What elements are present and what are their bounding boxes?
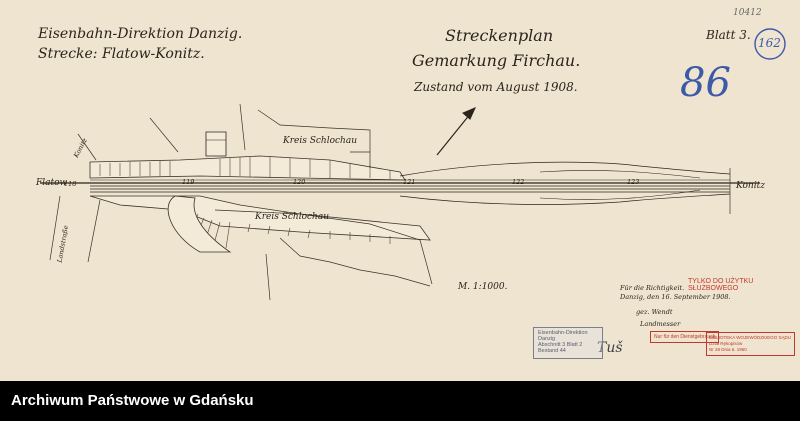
chainage-121: 121 [403,178,416,186]
embankment-upper [89,155,406,181]
archive-number-circle [754,28,786,60]
archive-stamp: BIBLIOTEKA WOJEWÓDZKIEGO SĄDU Dział Ręko… [706,332,795,356]
cutting-curve [167,195,232,253]
certification-line-2: Danzig, den 16. September 1908. [620,293,731,301]
station-building [205,131,227,157]
chainage-122: 122 [512,178,525,186]
institution-label: Archiwum Państwowe w Gdańsku [11,392,254,409]
district-lower-label: Kreis Schlochau [255,212,330,222]
footer-bar: Archiwum Państwowe w Gdańsku [0,381,800,421]
registry-box-stamp: Eisenbahn-Direktion Danzig Abschnitt 3 B… [533,327,603,359]
archive-stamp-line-1: BIBLIOTEKA WOJEWÓDZKIEGO SĄDU [709,335,792,340]
registry-stamp-line-2: Abschnitt 3 Blatt 2 [538,342,583,348]
status-date: Zustand vom August 1908. [414,80,578,94]
registry-stamp-line-1: Eisenbahn-Direktion Danzig [538,330,588,342]
station-right-label: Konitz [736,181,765,191]
district-upper-label: Kreis Schlochau [283,136,358,146]
certification-line-1: Für die Richtigkeit. [620,284,685,292]
route-label: Strecke: Flatow-Konitz. [38,46,205,62]
plan-title: Streckenplan [445,26,554,45]
signature: Tuš [597,340,623,356]
certification-line-3: gez. Wendt [636,308,673,316]
siding-upper [399,161,731,177]
directorate-label: Eisenbahn-Direktion Danzig. [38,26,243,42]
plan-subtitle: Gemarkung Firchau. [412,51,581,70]
siding-lower [399,193,731,205]
chainage-119: 119 [182,178,195,186]
archive-number-circled: 162 [758,36,781,50]
archive-number-large: 86 [680,60,731,106]
archive-number-top: 10412 [733,8,762,18]
boundary-lines [49,103,731,301]
sheet-label: Blatt 3. [706,28,751,42]
service-use-stamp: TYLKO DO UŻYTKU SŁUŻBOWEGO [688,278,754,292]
map-sheet: Eisenbahn-Direktion Danzig. Strecke: Fla… [0,0,800,381]
railway-plan-drawing [40,28,786,301]
registry-stamp-line-3: Bestand 44 [538,348,566,354]
service-only-stamp: Nur für den Dienstgebrauch [650,331,720,343]
archive-stamp-line-3: Nr 28 Dnia 6. 1960 [709,347,747,352]
north-arrow [436,107,476,156]
scale-label: M. 1:1000. [458,282,508,292]
chainage-123: 123 [627,178,640,186]
archive-stamp-line-2: Dział Rękopisów [709,341,743,346]
chainage-120: 120 [293,178,306,186]
station-left-label: Flatow [36,178,68,188]
main-tracks [40,179,760,193]
certification-line-4: Landmesser [640,320,681,328]
chainage-118: 118 [64,180,77,188]
